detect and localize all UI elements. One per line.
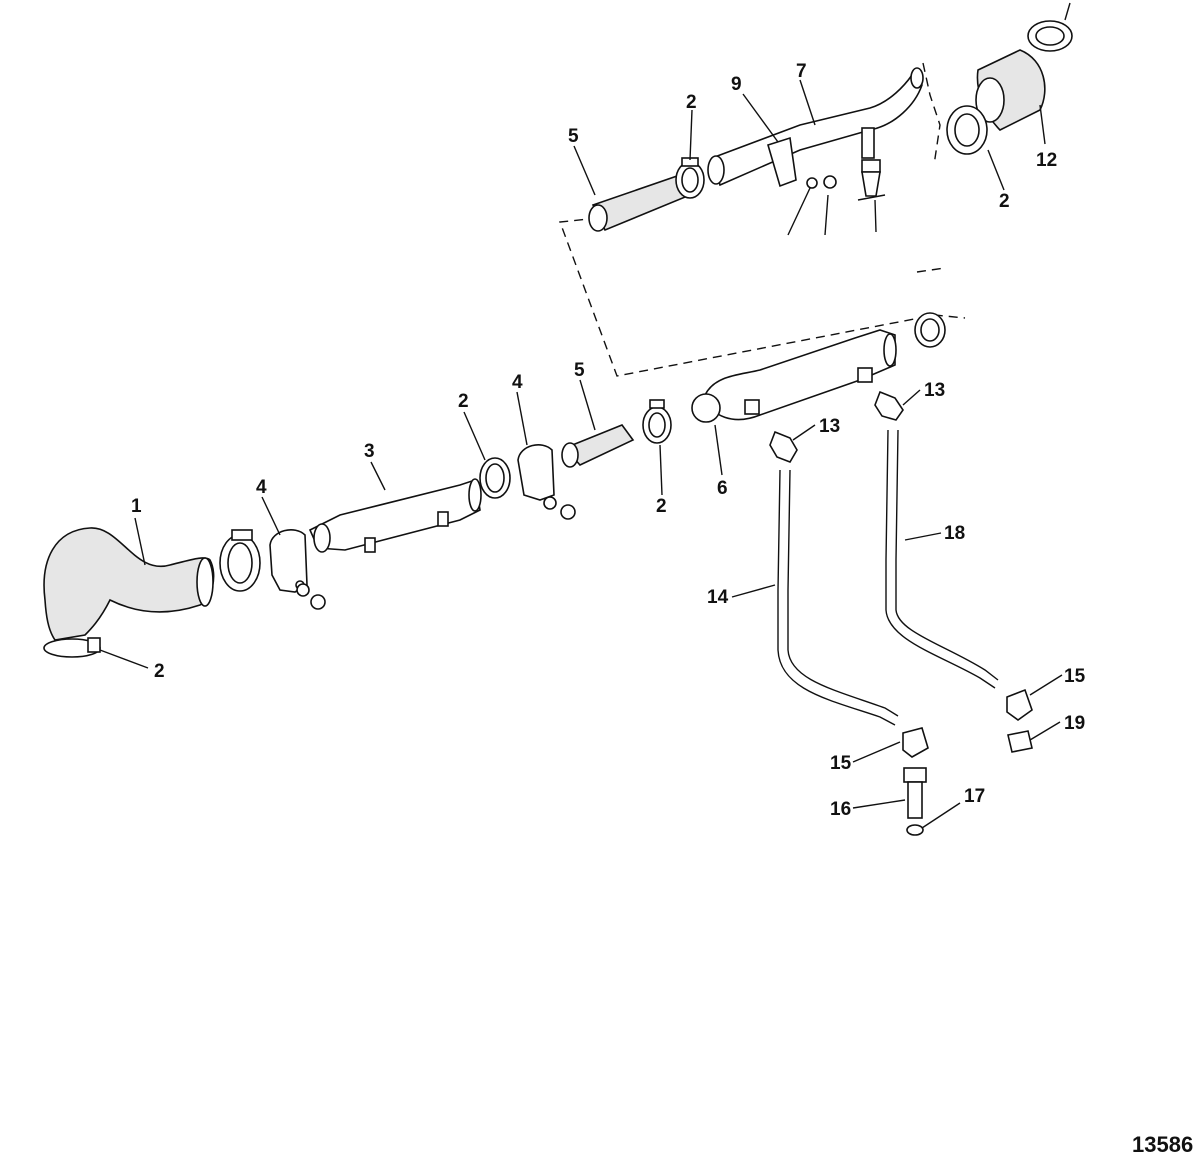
callout-4: 4 — [512, 372, 523, 393]
dashed-assembly-line-lower — [916, 267, 946, 273]
part-14-oil-line-a — [777, 469, 899, 726]
part-19-plug — [1007, 730, 1033, 753]
part-17-washer — [906, 824, 924, 836]
dashed-bracket-top-right — [922, 62, 941, 166]
callout-14: 14 — [707, 587, 729, 608]
part-7-outlet-pipe — [707, 67, 924, 187]
callout-2: 2 — [458, 391, 469, 412]
callout-15: 15 — [830, 753, 852, 774]
callout-12: 12 — [1036, 150, 1057, 171]
part-5-straight-hose-a — [561, 424, 635, 468]
callout-2: 2 — [686, 92, 697, 113]
callout-17: 17 — [964, 786, 985, 807]
part-4-mounting-bracket-a — [269, 529, 326, 610]
part-5-straight-hose-b — [588, 174, 692, 232]
part-4-mounting-bracket-b — [517, 444, 576, 520]
part-2-hose-clamp-e — [914, 312, 946, 348]
drain-valve — [857, 159, 886, 201]
part-15-elbow-fitting-b — [1006, 688, 1033, 721]
callout-13: 13 — [924, 380, 945, 401]
callout-9: 9 — [731, 74, 742, 95]
callout-5: 5 — [568, 126, 579, 147]
part-18-oil-line-b — [885, 429, 999, 689]
part-6-heat-exchanger — [691, 329, 897, 423]
part-2-hose-clamp-c — [479, 457, 511, 499]
figure-number: 13586 — [1132, 1132, 1193, 1157]
callout-2: 2 — [999, 191, 1010, 212]
callout-3: 3 — [364, 441, 375, 462]
part-9-pipe-bracket — [767, 136, 837, 189]
part-13-elbow-fitting-b — [874, 390, 904, 421]
part-15-elbow-fitting-a — [902, 727, 929, 758]
callout-13: 13 — [819, 416, 840, 437]
callout-5: 5 — [574, 360, 585, 381]
callout-15: 15 — [1064, 666, 1086, 687]
part-2-hose-clamp-a — [43, 637, 101, 658]
part-3-cooler-tube — [308, 478, 482, 553]
part-13-elbow-fitting-a — [769, 430, 798, 463]
part-2-hose-clamp-f — [675, 157, 705, 199]
part-16-adapter-fitting — [903, 767, 927, 819]
callout-2: 2 — [154, 661, 165, 682]
part-2-hose-clamp-d — [642, 399, 672, 444]
dashed-assembly-line-upper — [559, 217, 966, 377]
callout-6: 6 — [717, 478, 728, 499]
callout-1: 1 — [131, 496, 142, 517]
callout-4: 4 — [256, 477, 267, 498]
part-2-hose-clamp-h — [946, 105, 988, 155]
callout-18: 18 — [944, 523, 965, 544]
leader-lines — [99, 2, 1071, 829]
callout-19: 19 — [1064, 713, 1085, 734]
part-1-bent-hose — [43, 527, 215, 641]
callout-16: 16 — [830, 799, 851, 820]
callout-2: 2 — [656, 496, 667, 517]
part-2-hose-clamp-b — [219, 529, 261, 592]
part-2-hose-clamp-g — [1027, 20, 1073, 52]
part-12-connector-hose — [975, 49, 1046, 131]
callout-7: 7 — [796, 61, 807, 82]
